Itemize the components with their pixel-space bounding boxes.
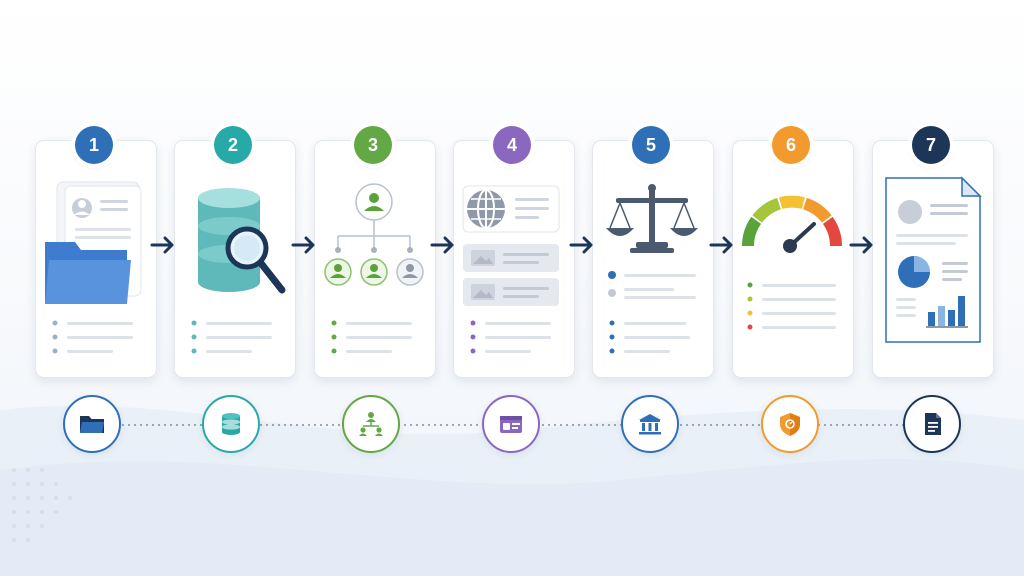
step-number-badge: 6 (772, 126, 810, 164)
database-search-icon (191, 188, 286, 354)
arrow-right-icon (849, 236, 873, 254)
step-7: 7 (872, 126, 994, 378)
org-chart-icon (324, 183, 424, 354)
arrow-right-icon (291, 236, 315, 254)
shield-icon (761, 395, 819, 453)
step-1: 1 (35, 126, 157, 378)
step-number-badge: 3 (354, 126, 392, 164)
step-number-badge: 7 (912, 126, 950, 164)
step-number-badge: 5 (632, 126, 670, 164)
step-3: 3 (314, 126, 436, 378)
courthouse-icon (621, 395, 679, 453)
step-number-badge: 1 (75, 126, 113, 164)
step-2: 2 (174, 126, 296, 378)
step-number-badge: 4 (493, 126, 531, 164)
step-4: 4 (453, 126, 575, 378)
database-icon (202, 395, 260, 453)
globe-records-icon (462, 185, 560, 354)
step-number-badge: 2 (214, 126, 252, 164)
arrow-right-icon (150, 236, 174, 254)
folder-profile-icon (45, 181, 142, 354)
arrow-right-icon (430, 236, 454, 254)
id-card-icon (482, 395, 540, 453)
report-icon (885, 176, 982, 343)
step-6: 6 (732, 126, 854, 378)
risk-gauge-icon (741, 195, 843, 330)
arrow-right-icon (569, 236, 593, 254)
step-5: 5 (592, 126, 714, 378)
arrow-right-icon (709, 236, 733, 254)
scales-icon (606, 184, 698, 354)
folder-icon (63, 395, 121, 453)
network-people-icon (342, 395, 400, 453)
step-card (732, 140, 854, 378)
document-icon (903, 395, 961, 453)
